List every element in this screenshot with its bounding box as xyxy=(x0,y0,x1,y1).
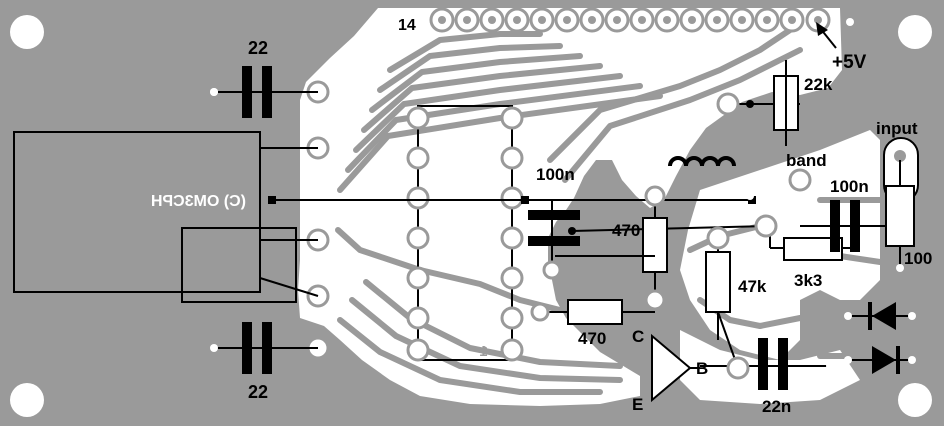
label-cap-bottom-left: 22 xyxy=(248,382,268,402)
label-47k: 47k xyxy=(738,277,767,296)
supply-arrow xyxy=(816,22,837,49)
diode-lower xyxy=(848,346,912,374)
potentiometer-22k xyxy=(722,60,800,146)
misc-pads xyxy=(530,92,812,380)
label-input: input xyxy=(876,119,918,138)
copyright-mirrored-group: (C) OM3CPH xyxy=(151,193,246,210)
pin1-mirrored-group: 1 xyxy=(480,343,488,360)
label-pin-c: C xyxy=(632,327,644,346)
small-vias xyxy=(210,18,916,370)
left-pads xyxy=(306,80,330,360)
label-3k3: 3k3 xyxy=(794,271,822,290)
diode-upper xyxy=(848,302,912,330)
label-copyright-mirrored: (C) OM3CPH xyxy=(151,193,246,210)
label-100n-center: 100n xyxy=(536,165,575,184)
label-supply: +5V xyxy=(832,52,867,73)
inductor xyxy=(668,156,736,167)
capacitor-100n-right xyxy=(800,200,900,252)
capacitor-100n-center xyxy=(528,200,771,270)
resistor-100 xyxy=(885,160,915,268)
label-pin-14: 14 xyxy=(398,17,416,34)
label-cap-top-left: 22 xyxy=(248,38,268,58)
relay-outline xyxy=(13,131,319,303)
capacitor-bottom-left xyxy=(210,322,318,374)
label-100n-right: 100n xyxy=(830,177,869,196)
ic-footprint xyxy=(406,105,524,362)
resistor-470-upper xyxy=(555,196,668,300)
header-pads xyxy=(429,7,831,33)
mounting-holes xyxy=(10,15,932,417)
label-pot: 22k xyxy=(804,75,833,94)
resistor-3k3 xyxy=(769,226,860,261)
jumper-wire xyxy=(268,196,756,204)
label-22n: 22n xyxy=(762,397,791,416)
resistor-470-lower xyxy=(540,299,655,325)
label-band: band xyxy=(786,151,827,170)
capacitor-22n xyxy=(700,338,830,390)
label-100: 100 xyxy=(904,249,932,268)
label-pin-1-mirrored: 1 xyxy=(480,343,488,360)
label-470-lower: 470 xyxy=(578,329,606,348)
label-470-upper: 470 xyxy=(612,221,640,240)
label-pin-e: E xyxy=(632,395,643,414)
ground-plane xyxy=(298,8,842,406)
transistor xyxy=(651,333,700,403)
label-pin-b: B xyxy=(696,359,708,378)
